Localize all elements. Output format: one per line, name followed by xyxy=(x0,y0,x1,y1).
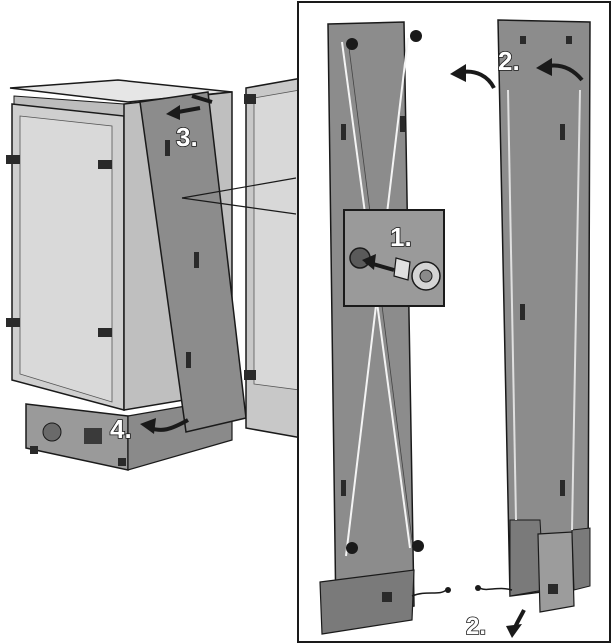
step1-detail-inset xyxy=(343,209,445,307)
adjacent-cabinet xyxy=(244,77,303,439)
step4-label: 4. xyxy=(110,414,132,444)
step2-bottom-label: 2. xyxy=(466,613,486,640)
zoom-callout xyxy=(181,177,297,215)
step2-top-arrows xyxy=(450,58,584,89)
step3-label: 3. xyxy=(176,122,198,152)
panel-back xyxy=(497,19,591,613)
step1-label: 1. xyxy=(390,222,412,252)
step3-arrows xyxy=(166,94,213,120)
step2-bottom-arrow xyxy=(506,609,526,638)
panel-front xyxy=(319,21,424,635)
step2-top-label: 2. xyxy=(498,46,520,76)
step4-arrow xyxy=(140,418,189,434)
ground-cables xyxy=(411,585,513,597)
